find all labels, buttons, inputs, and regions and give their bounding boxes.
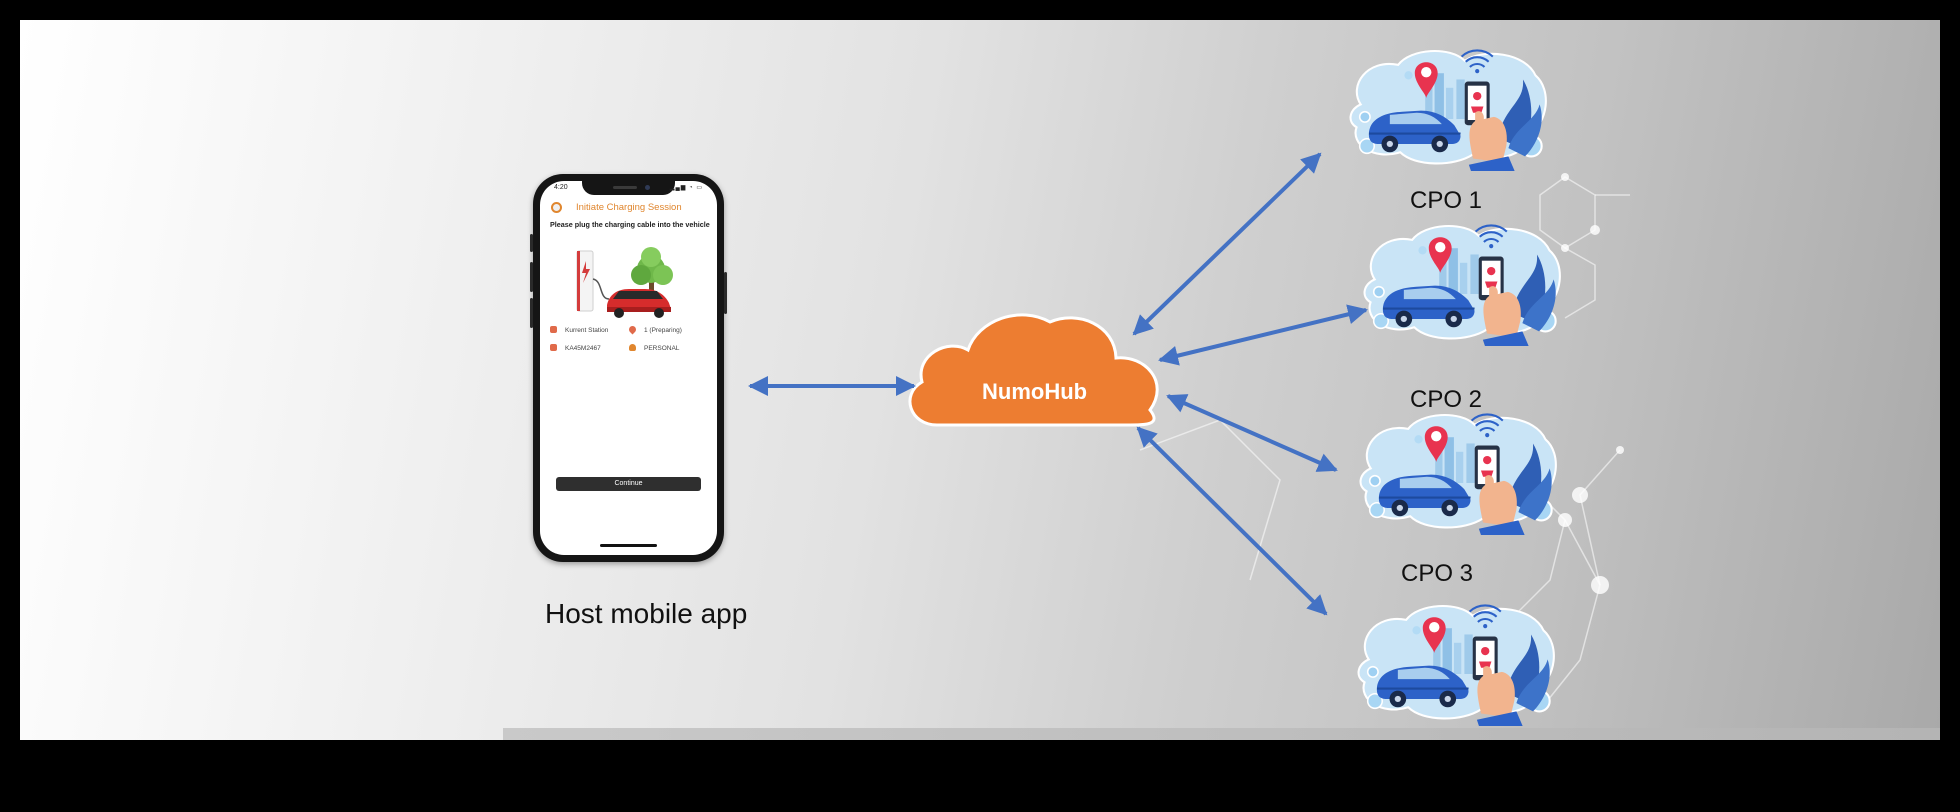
arrow-hub-to-cpo3 xyxy=(1166,394,1338,472)
cpo2-illustration xyxy=(1363,224,1562,348)
app-header: Initiate Charging Session xyxy=(540,199,717,221)
cpo3-label: CPO 3 xyxy=(1401,560,1474,587)
speaker-grille xyxy=(613,186,637,189)
status-icons: ▂▄▆ ◔ ▭ xyxy=(669,185,703,191)
location-pin-icon xyxy=(627,324,638,335)
cpo1-illustration xyxy=(1349,49,1548,173)
home-indicator xyxy=(600,544,657,547)
info-connector-value: 1 (Preparing) xyxy=(644,327,682,334)
app-instruction: Please plug the charging cable into the … xyxy=(550,220,710,229)
network-nodes xyxy=(1505,173,1624,625)
info-account-value: PERSONAL xyxy=(644,345,680,352)
cpo2-label: CPO 2 xyxy=(1410,386,1483,413)
numohub-cloud xyxy=(908,313,1159,427)
arrow-hub-to-cpo2 xyxy=(1158,304,1368,366)
app-logo-icon[interactable] xyxy=(551,202,562,213)
arrow-hub-to-cpo4 xyxy=(1136,426,1328,616)
car-icon xyxy=(550,344,557,351)
status-time: 4:20 xyxy=(554,184,568,191)
charging-illustration xyxy=(576,247,673,318)
cpo1-label: CPO 1 xyxy=(1410,187,1483,214)
continue-button[interactable]: Continue xyxy=(556,477,701,491)
numohub-label: NumoHub xyxy=(982,379,1088,404)
phone-mute-switch xyxy=(530,234,533,252)
info-account: PERSONAL xyxy=(629,344,679,352)
slide: NumoHub 4:20 ▂▄▆ ◔ ▭ Initiate Charging S… xyxy=(20,20,1940,740)
cpo4-illustration xyxy=(1357,604,1556,728)
person-icon xyxy=(629,344,636,351)
phone-mockup: 4:20 ▂▄▆ ◔ ▭ Initiate Charging Session P… xyxy=(530,174,727,562)
info-vehicle-value: KA45M2467 xyxy=(565,345,601,352)
bottom-bar xyxy=(503,728,1940,740)
info-station: Kurrent Station xyxy=(550,326,608,334)
info-vehicle: KA45M2467 xyxy=(550,344,601,352)
front-camera xyxy=(645,185,650,190)
host-app-caption: Host mobile app xyxy=(545,598,748,629)
arrow-hub-to-cpo1 xyxy=(1132,152,1322,336)
info-station-value: Kurrent Station xyxy=(565,327,609,334)
info-connector: 1 (Preparing) xyxy=(627,324,682,335)
phone-volume-down xyxy=(530,298,533,328)
cpo3-illustration xyxy=(1359,413,1558,537)
app-title: Initiate Charging Session xyxy=(576,202,682,213)
phone-volume-up xyxy=(530,262,533,292)
station-icon xyxy=(550,326,557,333)
phone-power-button xyxy=(724,272,727,314)
phone-screen: 4:20 ▂▄▆ ◔ ▭ Initiate Charging Session P… xyxy=(540,181,717,555)
diagram-canvas xyxy=(748,49,1630,728)
phone-notch xyxy=(582,181,675,195)
